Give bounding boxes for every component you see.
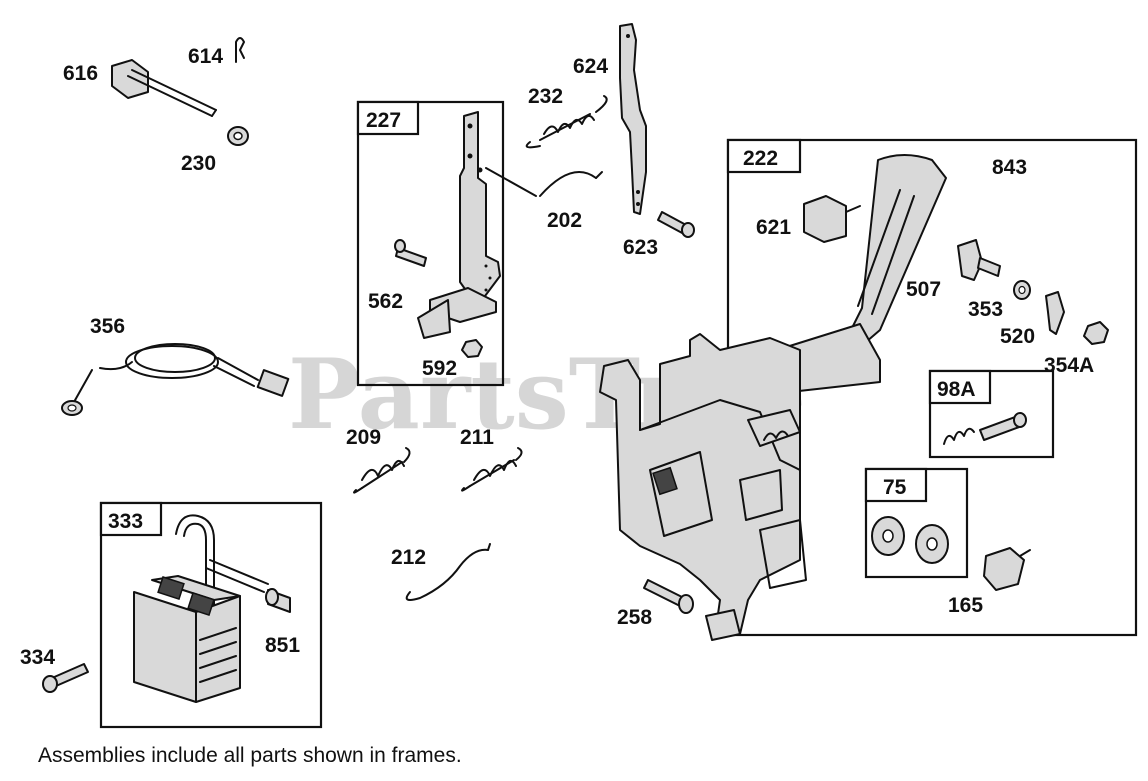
part-75-washers[interactable]	[871, 516, 949, 564]
part-212-link[interactable]	[405, 543, 491, 601]
part-202-link[interactable]	[485, 167, 603, 197]
callout-209: 209	[346, 426, 381, 449]
callout-621: 621	[756, 216, 791, 239]
frame-227-label: 227	[366, 109, 401, 132]
callout-212: 212	[391, 546, 426, 569]
frame-227[interactable]: 227	[356, 100, 505, 387]
frame-222-label: 222	[743, 147, 778, 170]
part-851-boot[interactable]	[265, 588, 291, 613]
callout-165: 165	[948, 594, 983, 617]
frame-98a[interactable]: 98A	[928, 369, 1055, 459]
callout-356: 356	[90, 315, 125, 338]
callout-202: 202	[547, 209, 582, 232]
part-614-clip[interactable]	[235, 37, 245, 63]
frame-333[interactable]: 333	[99, 501, 323, 729]
part-232-spring[interactable]	[525, 95, 608, 149]
part-623-bolt[interactable]	[657, 211, 695, 238]
frame-75-label: 75	[883, 476, 907, 499]
callout-851: 851	[265, 634, 300, 657]
part-165-fastener[interactable]	[983, 547, 1031, 591]
frame-98a-label: 98A	[937, 378, 976, 401]
part-230-washer[interactable]	[227, 126, 249, 146]
callout-562: 562	[368, 290, 403, 313]
callout-230: 230	[181, 152, 216, 175]
callout-624: 624	[573, 55, 608, 78]
part-334-screw[interactable]	[42, 663, 89, 693]
callout-616: 616	[63, 62, 98, 85]
part-98a-screw-and-spring[interactable]	[943, 412, 1027, 445]
footnote: Assemblies include all parts shown in fr…	[38, 744, 462, 767]
callout-232: 232	[528, 85, 563, 108]
callout-623: 623	[623, 236, 658, 259]
part-209-spring[interactable]	[353, 447, 411, 494]
callout-334: 334	[20, 646, 55, 669]
part-592-nut[interactable]	[461, 339, 483, 358]
part-562-screw[interactable]	[394, 239, 427, 267]
frame-333-label: 333	[108, 510, 143, 533]
part-507-terminal[interactable]	[957, 239, 1001, 281]
callout-843: 843	[992, 156, 1027, 179]
callout-507: 507	[906, 278, 941, 301]
part-222-control-bracket[interactable]	[599, 333, 807, 641]
part-624-throttle-link[interactable]	[619, 23, 647, 215]
callout-354a: 354A	[1044, 354, 1094, 377]
callout-592: 592	[422, 357, 457, 380]
part-258-bolt[interactable]	[643, 579, 694, 614]
part-520-terminal-plate[interactable]	[1045, 291, 1065, 335]
part-356-wire-harness[interactable]	[61, 343, 290, 416]
callout-258: 258	[617, 606, 652, 629]
part-354a-nut[interactable]	[1083, 321, 1109, 345]
part-353-washer[interactable]	[1013, 280, 1031, 300]
part-333-ignition-module[interactable]	[133, 514, 269, 703]
part-227-governor-arm[interactable]	[417, 111, 501, 339]
callout-614: 614	[188, 45, 223, 68]
callout-520: 520	[1000, 325, 1035, 348]
part-621-clip[interactable]	[803, 195, 861, 243]
part-211-spring[interactable]	[461, 447, 523, 492]
callout-211: 211	[460, 426, 494, 449]
callout-353: 353	[968, 298, 1003, 321]
part-616-pin-bracket[interactable]	[111, 59, 217, 117]
